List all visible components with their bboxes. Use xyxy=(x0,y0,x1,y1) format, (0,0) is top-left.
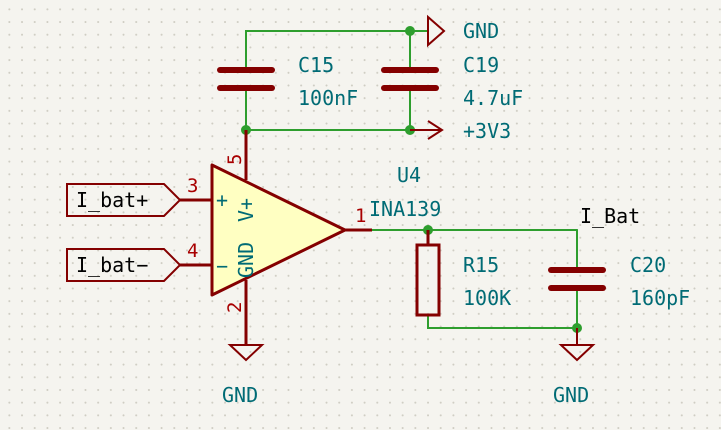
label-i-bat-plus-text: I_bat+ xyxy=(76,188,148,212)
label-i-bat-minus[interactable]: I_bat− xyxy=(66,248,182,282)
label-i-bat-minus-shape xyxy=(66,248,182,282)
capacitor-c19[interactable]: C19 4.7uF xyxy=(381,53,523,110)
c19-reference: C19 xyxy=(463,53,499,77)
u4-body xyxy=(210,163,347,297)
gnd-arrow-symbol xyxy=(427,14,446,48)
net-label-i-bat[interactable]: I_Bat xyxy=(580,204,640,228)
power-gnd-top[interactable]: GND xyxy=(427,14,499,48)
u4-reference: U4 xyxy=(397,163,421,187)
gnd-opamp-symbol xyxy=(227,344,265,362)
wires xyxy=(245,30,578,329)
u4-minus-symbol: − xyxy=(216,254,228,278)
r15-body xyxy=(415,243,441,317)
wire-gnd-top xyxy=(245,30,429,69)
label-i-bat-minus-text: I_bat− xyxy=(76,253,148,277)
u4-value: INA139 xyxy=(369,197,441,221)
label-i-bat-plus[interactable]: I_bat+ xyxy=(66,183,182,217)
opamp-u4[interactable]: + − V+ GND 3 4 1 5 2 U4 INA139 xyxy=(180,130,441,345)
u4-gnd-pin-name: GND xyxy=(234,242,258,278)
capacitor-c15[interactable]: C15 100nF xyxy=(217,53,358,110)
r15-value: 100K xyxy=(463,286,511,310)
power-gnd-c20[interactable]: GND xyxy=(553,328,596,407)
label-i-bat-plus-shape xyxy=(66,183,182,217)
junction-dot xyxy=(405,26,415,36)
u4-pin-number-1: 1 xyxy=(355,205,366,227)
wire-r15-bottom xyxy=(427,314,578,329)
gnd-top-label: GND xyxy=(463,19,499,43)
u4-pin-number-5: 5 xyxy=(224,154,246,165)
gnd-opamp-label: GND xyxy=(222,383,258,407)
power-gnd-opamp[interactable]: GND xyxy=(222,344,265,407)
power-3v3[interactable]: +3V3 xyxy=(410,119,511,143)
c15-value: 100nF xyxy=(298,86,358,110)
u4-pin-number-4: 4 xyxy=(187,240,198,262)
c20-value: 160pF xyxy=(630,286,690,310)
u4-vplus-pin-name: V+ xyxy=(234,198,258,222)
capacitor-c20[interactable]: C20 160pF xyxy=(548,253,690,310)
gnd-c20-label: GND xyxy=(553,383,589,407)
c20-reference: C20 xyxy=(630,253,666,277)
u4-pin-number-3: 3 xyxy=(187,175,198,197)
u4-plus-symbol: + xyxy=(216,188,228,212)
power-3v3-label: +3V3 xyxy=(463,119,511,143)
power-3v3-arrow xyxy=(427,120,444,140)
resistor-r15[interactable]: R15 100K xyxy=(415,230,511,317)
u4-pin-number-2: 2 xyxy=(224,302,246,313)
r15-reference: R15 xyxy=(463,253,499,277)
gnd-c20-symbol xyxy=(558,344,596,362)
c15-reference: C15 xyxy=(298,53,334,77)
c19-value: 4.7uF xyxy=(463,86,523,110)
